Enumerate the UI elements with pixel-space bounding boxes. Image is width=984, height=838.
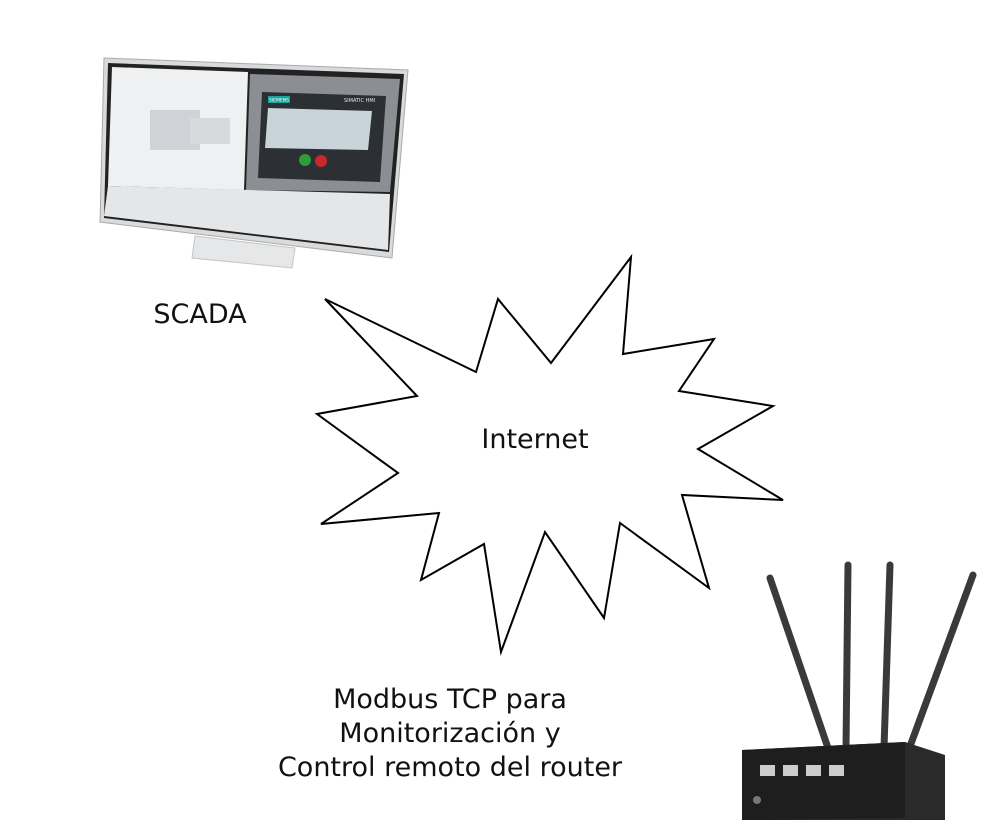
scada-label: SCADA <box>153 299 247 330</box>
router-description-line: Modbus TCP para <box>333 684 567 715</box>
scada-monitor-image: SIEMENS SIMATIC HMI <box>99 57 409 269</box>
router-image <box>742 561 977 820</box>
screen-brand: SIEMENS <box>269 98 289 104</box>
router-description-line: Control remoto del router <box>277 751 623 783</box>
internet-label: Internet <box>481 424 589 455</box>
router-description: Modbus TCP para Monitorización y Control… <box>230 683 670 784</box>
internet-starburst <box>314 253 784 656</box>
screen-hmi-title: SIMATIC HMI <box>344 98 375 104</box>
router-description-line: Monitorización y <box>339 717 561 749</box>
